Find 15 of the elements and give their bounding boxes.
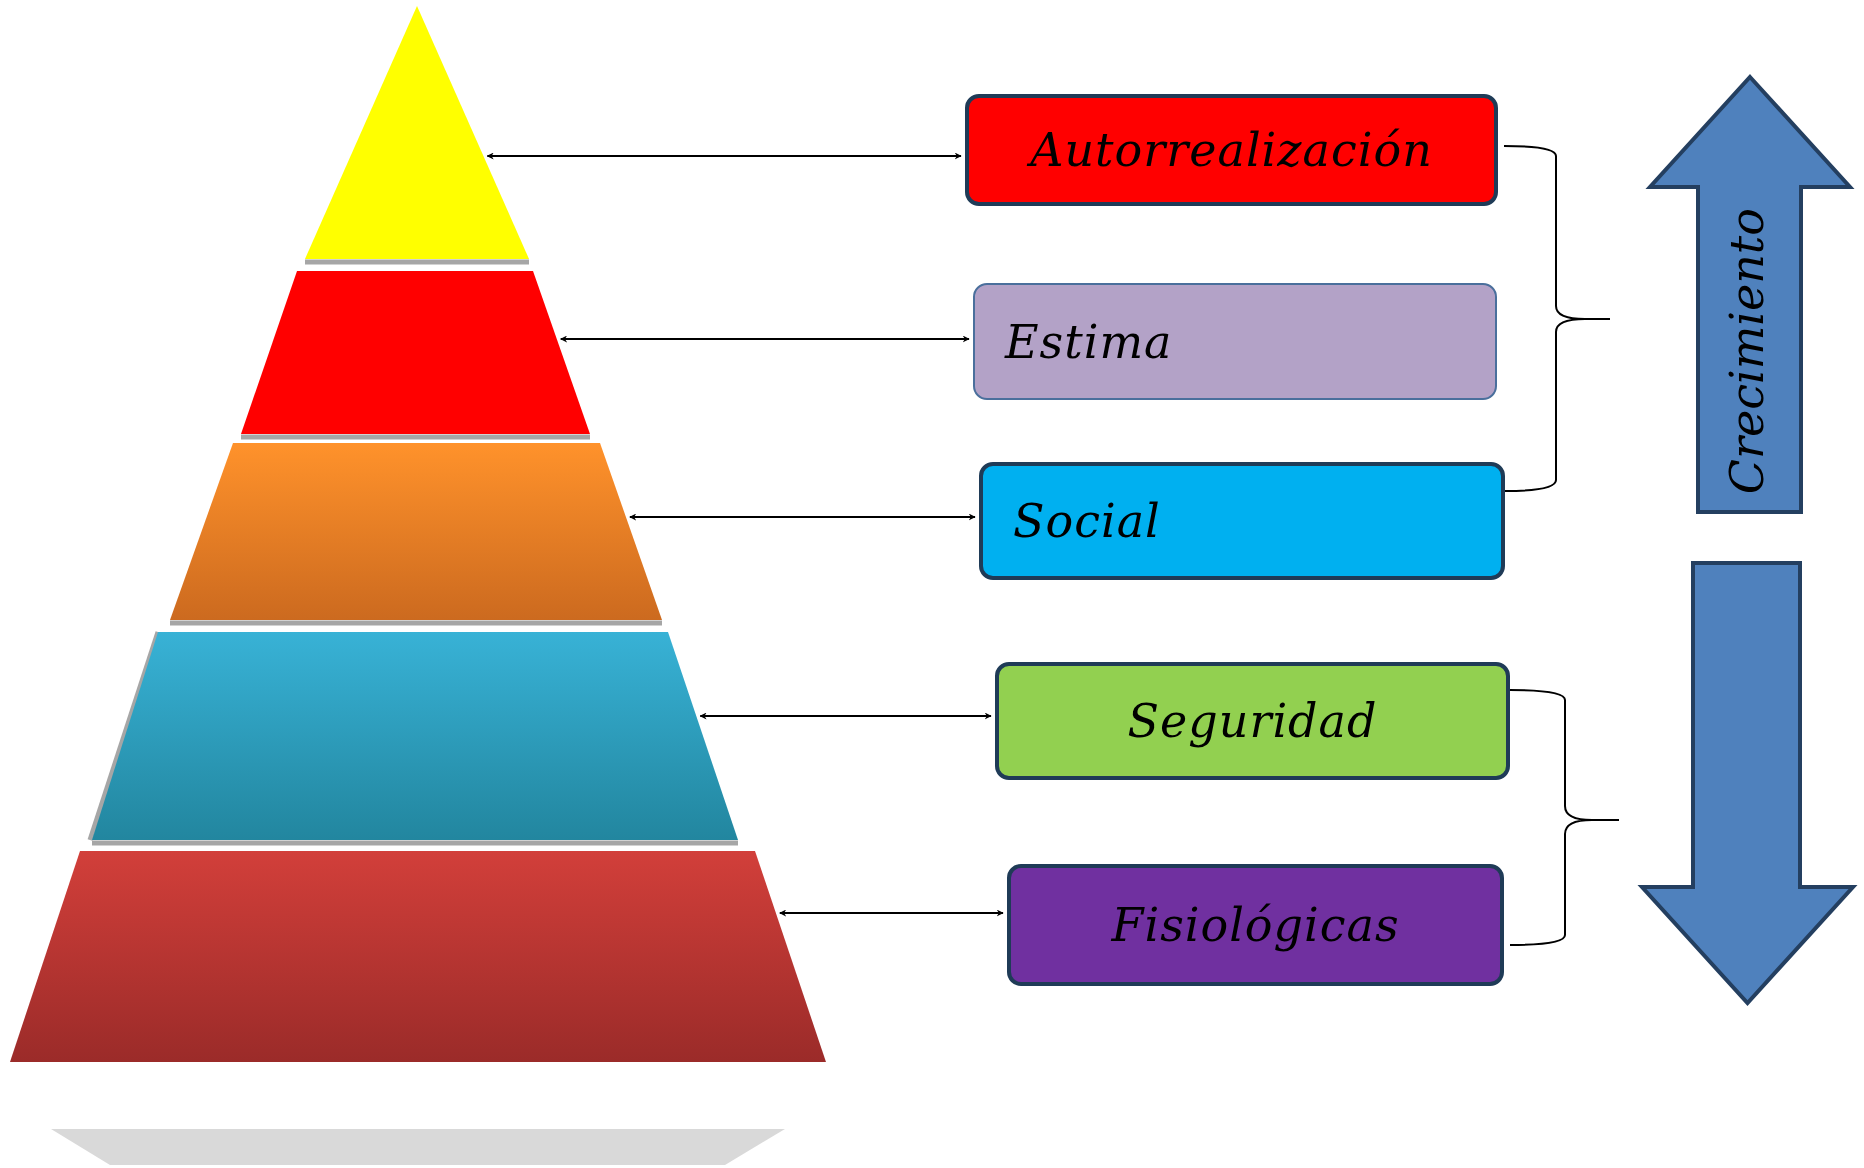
level-box [1007, 864, 1504, 986]
level-box [973, 283, 1497, 400]
level-label: Seguridad [1127, 694, 1378, 748]
level-label: Social [1013, 494, 1161, 548]
level-label: Estima [1005, 314, 1173, 369]
level-box [995, 662, 1510, 780]
level-box [965, 94, 1498, 206]
double-arrow [699, 712, 992, 720]
double-arrow [628, 513, 976, 521]
level-box [979, 462, 1505, 580]
double-arrow [559, 335, 970, 343]
arrow-label: Crecimiento [1719, 207, 1774, 494]
level-label: Fisiológicas [1111, 898, 1400, 952]
double-arrow [778, 909, 1004, 917]
double-arrow [486, 152, 962, 160]
